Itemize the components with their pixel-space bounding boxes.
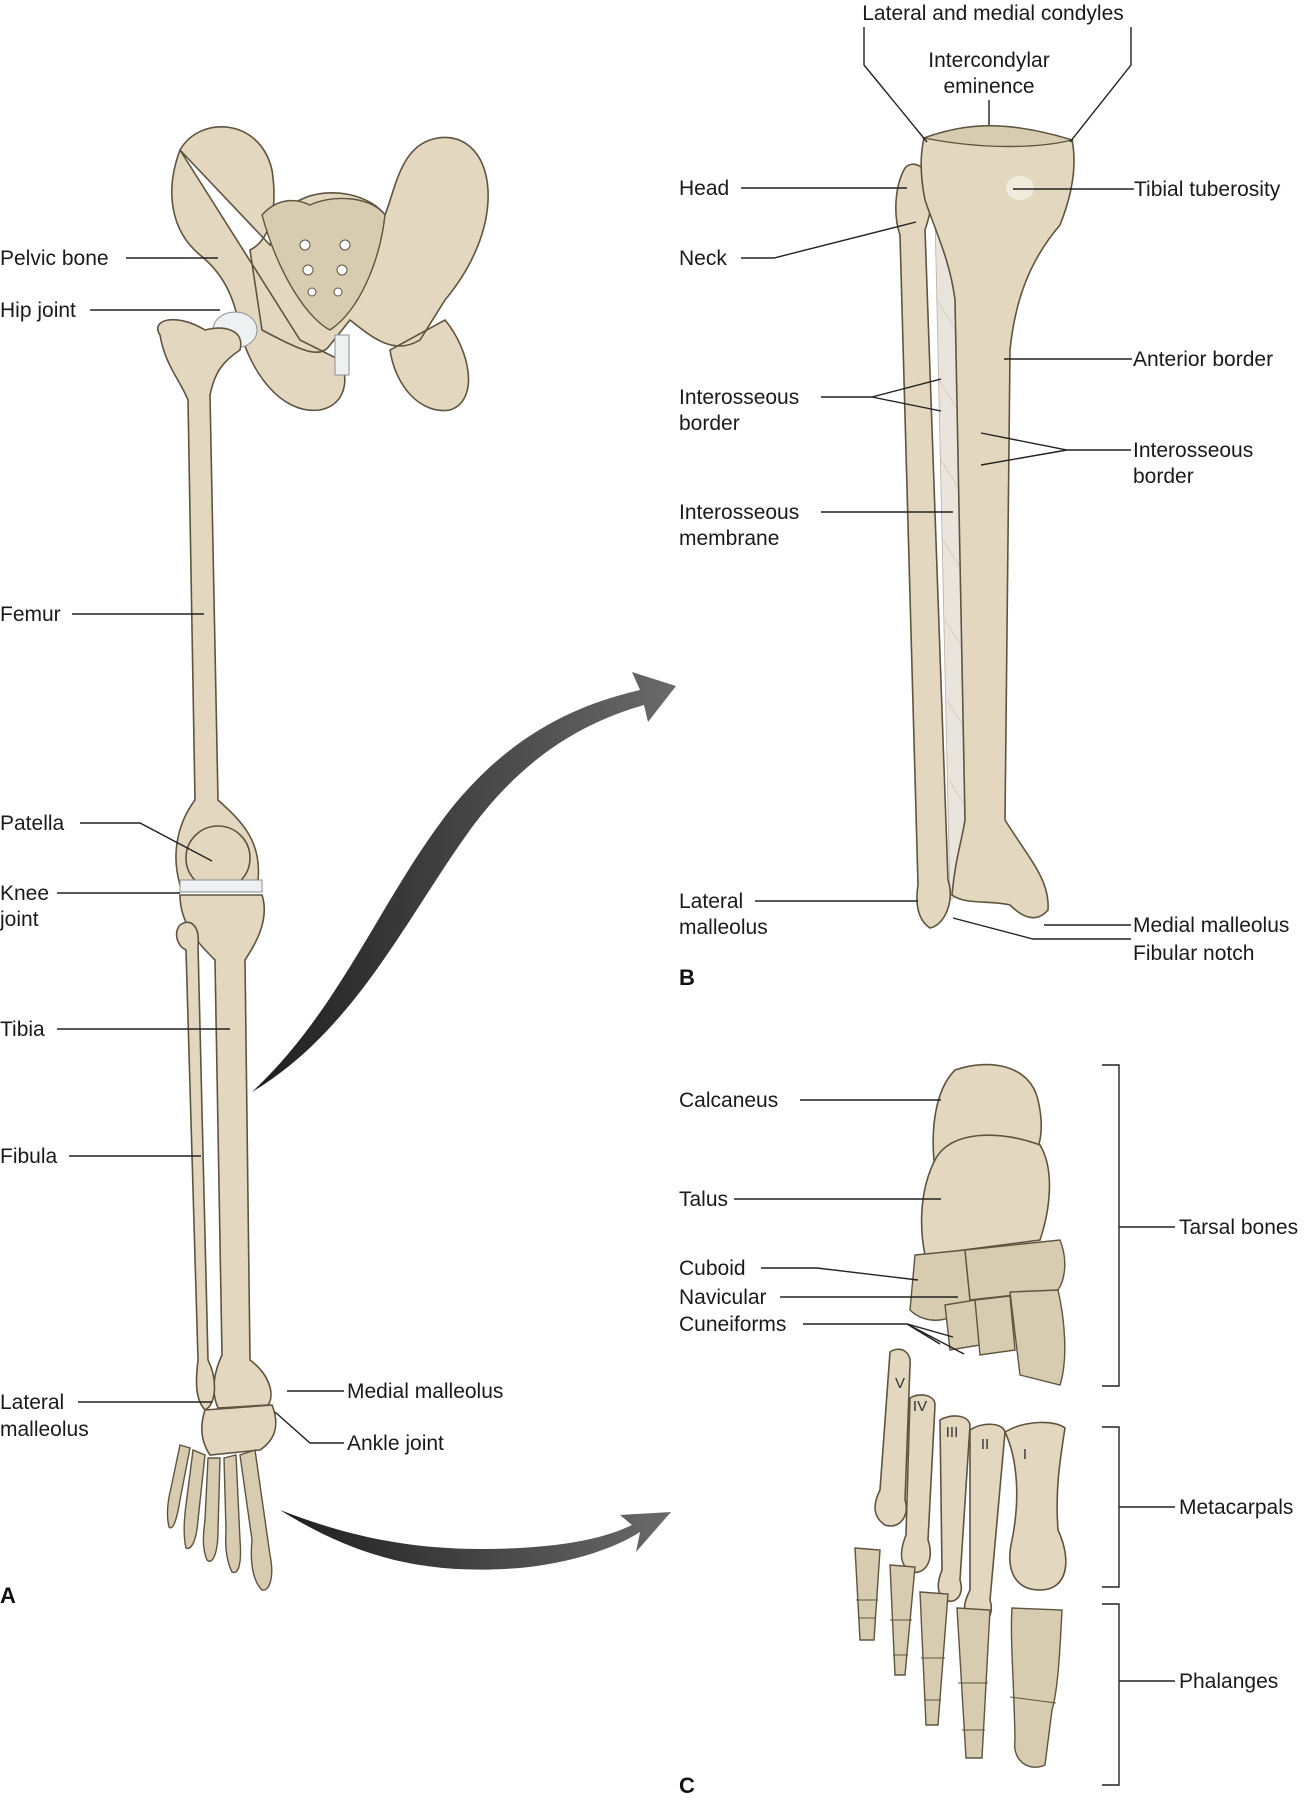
foot-illustration-a	[166, 1404, 277, 1591]
panel-c-numerals: V IV III II I	[895, 1375, 1027, 1463]
numeral-iv: IV	[913, 1398, 927, 1415]
numeral-v: V	[895, 1375, 905, 1392]
label-interosseous-membrane-line2: membrane	[679, 527, 779, 550]
label-interosseous-border-tibia-line2: border	[1133, 465, 1194, 488]
label-medial-malleolus: Medial malleolus	[347, 1380, 503, 1403]
cuneiform-medial	[1009, 1289, 1066, 1386]
panel-label-a: A	[0, 1583, 16, 1608]
numeral-i: I	[1023, 1446, 1027, 1463]
label-tibial-tuberosity: Tibial tuberosity	[1134, 178, 1281, 201]
knee-joint-cartilage	[179, 879, 263, 893]
panel-c-skeleton	[854, 1063, 1067, 1768]
label-lateral-malleolus: Lateral	[0, 1391, 64, 1414]
label-medial-malleolus-b: Medial malleolus	[1133, 914, 1289, 937]
label-neck: Neck	[679, 247, 727, 270]
label-lateral-medial-condyles: Lateral and medial condyles	[862, 2, 1124, 25]
label-cuboid: Cuboid	[679, 1257, 746, 1280]
label-metacarpals: Metacarpals	[1179, 1496, 1293, 1519]
panel-label-c: C	[679, 1773, 695, 1798]
label-anterior-border: Anterior border	[1133, 348, 1273, 371]
label-interosseous-border-fibula: Interosseous	[679, 386, 799, 409]
label-fibula: Fibula	[0, 1145, 58, 1168]
label-intercondylar-eminence: Intercondylar	[928, 49, 1049, 72]
arrow-to-panel-c-icon	[280, 1510, 671, 1570]
panel-a-leader-lines	[57, 257, 344, 1444]
label-knee-joint-line2: joint	[0, 908, 39, 931]
label-phalanges: Phalanges	[1179, 1670, 1278, 1693]
tibia-illustration-b	[920, 125, 1075, 919]
panel-b-leader-lines	[741, 27, 1134, 940]
metatarsals-illustration	[874, 1348, 1067, 1625]
label-interosseous-border-fibula-line2: border	[679, 412, 740, 435]
label-ankle-joint: Ankle joint	[347, 1432, 444, 1455]
label-pelvic-bone: Pelvic bone	[0, 247, 109, 270]
label-lateral-malleolus-line2: malleolus	[0, 1418, 89, 1441]
panel-b-skeleton	[895, 125, 1075, 929]
panel-b-labels: Lateral and medial condyles Intercondyla…	[679, 2, 1289, 990]
label-talus: Talus	[679, 1188, 728, 1211]
label-cuneiforms: Cuneiforms	[679, 1313, 786, 1336]
femur-illustration	[157, 318, 260, 886]
label-fibular-notch: Fibular notch	[1133, 942, 1254, 965]
talus-illustration	[920, 1134, 1051, 1256]
panel-label-b: B	[679, 965, 695, 990]
label-intercondylar-eminence-line2: eminence	[943, 75, 1034, 98]
cuneiform-intermediate	[974, 1295, 1016, 1356]
label-femur: Femur	[0, 603, 61, 626]
panel-c-leader-lines	[734, 1064, 1175, 1786]
sacral-foramina	[299, 239, 351, 297]
sacrum-illustration	[261, 197, 386, 331]
label-patella: Patella	[0, 812, 65, 835]
tibial-tuberosity-highlight	[1006, 176, 1034, 200]
pubic-symphysis	[334, 334, 350, 376]
label-interosseous-border-tibia: Interosseous	[1133, 439, 1253, 462]
numeral-ii: II	[981, 1436, 989, 1453]
label-tarsal-bones: Tarsal bones	[1179, 1216, 1298, 1239]
panel-c-labels: Calcaneus Talus Cuboid Navicular Cuneifo…	[679, 1089, 1298, 1798]
label-head: Head	[679, 177, 729, 200]
numeral-iii: III	[946, 1424, 959, 1441]
cuneiform-lateral	[944, 1299, 981, 1351]
label-calcaneus: Calcaneus	[679, 1089, 778, 1112]
label-tibia: Tibia	[0, 1018, 45, 1041]
label-lateral-malleolus-b-line2: malleolus	[679, 916, 768, 939]
panel-a-skeleton	[157, 126, 489, 1591]
label-interosseous-membrane: Interosseous	[679, 501, 799, 524]
phalanges-illustration	[854, 1547, 1063, 1768]
label-navicular: Navicular	[679, 1286, 767, 1309]
arrow-to-panel-b-icon	[252, 672, 676, 1092]
label-hip-joint: Hip joint	[0, 299, 76, 322]
fibula-illustration	[175, 921, 216, 1411]
label-lateral-malleolus-b: Lateral	[679, 890, 743, 913]
panel-a-labels: Pelvic bone Hip joint Femur Patella Knee…	[0, 247, 503, 1608]
label-knee-joint: Knee	[0, 882, 49, 905]
